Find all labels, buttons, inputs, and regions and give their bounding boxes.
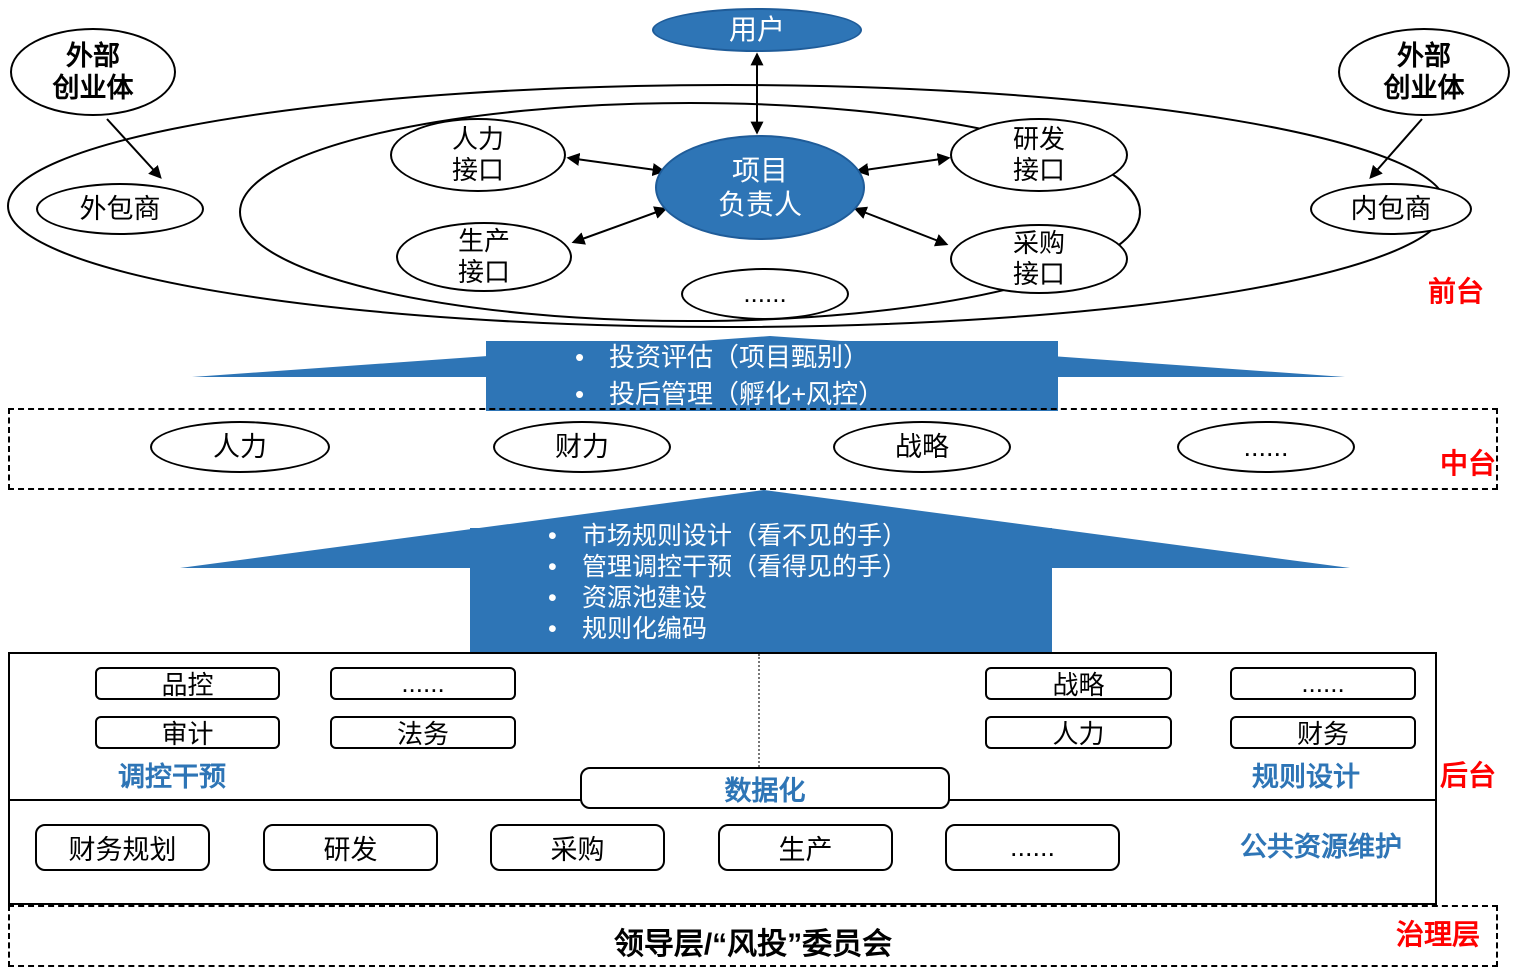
middle-more-label: ...... — [1243, 431, 1289, 462]
user-node: 用户 — [652, 8, 862, 52]
resource-more-label: ...... — [1009, 832, 1055, 862]
bullet-icon: • — [575, 379, 585, 409]
rd-interface-node: 研发 接口 — [950, 118, 1128, 192]
middle-arrow-bullet-1: • 市场规则设计（看不见的手） — [548, 521, 1068, 552]
finance-box: 财务 — [1230, 716, 1416, 749]
strategy-box: 战略 — [985, 667, 1172, 700]
rd-label: 研发 — [323, 835, 378, 865]
middle-stage-tag: 中台 — [1440, 448, 1497, 479]
leader-production-arrow — [571, 206, 668, 245]
production-interface-label: 生产 接口 — [457, 225, 510, 287]
bullet-icon: • — [548, 615, 557, 643]
governance-text: 领导层/“风投”委员会 — [613, 928, 893, 961]
middle-hr-label: 人力 — [213, 431, 267, 462]
front-arrow-bullet-1-text: 投资评估（项目甄别） — [609, 342, 870, 372]
bullet-icon: • — [548, 584, 557, 612]
project-leader-node: 项目 负责人 — [655, 135, 865, 240]
procurement-interface-label: 采购 接口 — [1012, 227, 1065, 289]
leader-hr-arrow — [566, 152, 666, 177]
external-startup-left-node: 外部 创业体 — [10, 28, 176, 116]
right-more-box: ...... — [1230, 667, 1416, 700]
external-startup-left-label: 外部 创业体 — [52, 40, 134, 103]
insourcer-node: 内包商 — [1310, 183, 1472, 235]
external-startup-right-node: 外部 创业体 — [1338, 28, 1510, 116]
middle-arrow-bullet-3: • 资源池建设 — [548, 583, 1068, 614]
insourcer-label: 内包商 — [1350, 193, 1432, 224]
governance-box — [8, 905, 1498, 967]
public-resource-label: 公共资源维护 — [1240, 832, 1402, 862]
left-more-box: ...... — [330, 667, 516, 700]
quality-control-label: 品控 — [161, 670, 214, 700]
legal-label: 法务 — [396, 719, 449, 749]
middle-finance-node: 财力 — [493, 421, 671, 473]
project-leader-label: 项目 负责人 — [717, 154, 802, 220]
middle-arrow-bullet-4: • 规则化编码 — [548, 614, 1068, 645]
leader-procurement-arrow — [853, 206, 949, 247]
front-stage-tag: 前台 — [1428, 276, 1485, 307]
external-right-arrow — [1369, 118, 1423, 179]
rule-design-label: 规则设计 — [1252, 762, 1360, 792]
financial-planning-box: 财务规划 — [35, 824, 210, 871]
middle-strategy-label: 战略 — [895, 431, 949, 462]
external-left-arrow — [106, 118, 162, 179]
procurement-box: 采购 — [490, 824, 665, 871]
front-arrow-text: • 投资评估（项目甄别） • 投后管理（孵化+风控） — [575, 342, 1095, 410]
hr-box: 人力 — [985, 716, 1172, 749]
bullet-icon: • — [548, 522, 557, 550]
audit-label: 审计 — [161, 719, 214, 749]
bullet-icon: • — [548, 553, 557, 581]
middle-more-node: ...... — [1177, 421, 1355, 473]
outsourcer-label: 外包商 — [79, 193, 161, 224]
rd-box: 研发 — [263, 824, 438, 871]
middle-hr-node: 人力 — [150, 421, 330, 473]
procurement-interface-node: 采购 接口 — [950, 224, 1128, 294]
hr-interface-label: 人力 接口 — [451, 123, 504, 185]
middle-stage-box — [8, 408, 1498, 490]
back-stage-tag: 后台 — [1440, 760, 1497, 791]
middle-arrow-bullet-2-text: 管理调控干预（看得见的手） — [582, 553, 908, 581]
production-interface-node: 生产 接口 — [396, 222, 572, 292]
bullet-icon: • — [575, 342, 585, 372]
back-stage-box — [8, 652, 1437, 905]
hr-label: 人力 — [1052, 719, 1105, 749]
front-arrow-bullet-2: • 投后管理（孵化+风控） — [575, 379, 1095, 410]
rd-interface-label: 研发 接口 — [1012, 123, 1065, 185]
digitization-box: 数据化 — [580, 767, 950, 809]
left-more-label: ...... — [401, 668, 445, 698]
strategy-label: 战略 — [1052, 670, 1105, 700]
middle-arrow-bullet-1-text: 市场规则设计（看不见的手） — [582, 522, 908, 550]
middle-arrow-bullet-4-text: 规则化编码 — [582, 615, 708, 643]
financial-planning-label: 财务规划 — [68, 835, 177, 865]
middle-strategy-node: 战略 — [833, 421, 1011, 473]
leader-rd-arrow — [855, 153, 951, 176]
production-box: 生产 — [718, 824, 893, 871]
resource-more-box: ...... — [945, 824, 1120, 871]
user-node-label: 用户 — [728, 14, 785, 46]
procurement-label: 采购 — [550, 835, 605, 865]
regulation-intervention-label: 调控干预 — [118, 762, 226, 792]
right-more-label: ...... — [1301, 668, 1345, 698]
finance-label: 财务 — [1296, 719, 1349, 749]
front-arrow-bullet-1: • 投资评估（项目甄别） — [575, 342, 1095, 373]
middle-arrow-text: • 市场规则设计（看不见的手） • 管理调控干预（看得见的手） • 资源池建设 … — [548, 521, 1068, 645]
back-stage-divider-vertical — [758, 654, 760, 799]
middle-arrow-bullet-2: • 管理调控干预（看得见的手） — [548, 552, 1068, 583]
external-startup-right-label: 外部 创业体 — [1383, 40, 1465, 103]
middle-finance-label: 财力 — [555, 431, 609, 462]
front-arrow-bullet-2-text: 投后管理（孵化+风控） — [609, 379, 885, 409]
production-label: 生产 — [778, 835, 833, 865]
governance-tag: 治理层 — [1396, 919, 1481, 950]
more-interfaces-node: ...... — [681, 268, 849, 320]
middle-arrow-bullet-3-text: 资源池建设 — [582, 584, 708, 612]
audit-box: 审计 — [95, 716, 280, 749]
digitization-label: 数据化 — [724, 775, 806, 806]
hr-interface-node: 人力 接口 — [390, 118, 566, 192]
legal-box: 法务 — [330, 716, 516, 749]
quality-control-box: 品控 — [95, 667, 280, 700]
outsourcer-node: 外包商 — [36, 183, 204, 235]
more-interfaces-label: ...... — [743, 278, 787, 309]
